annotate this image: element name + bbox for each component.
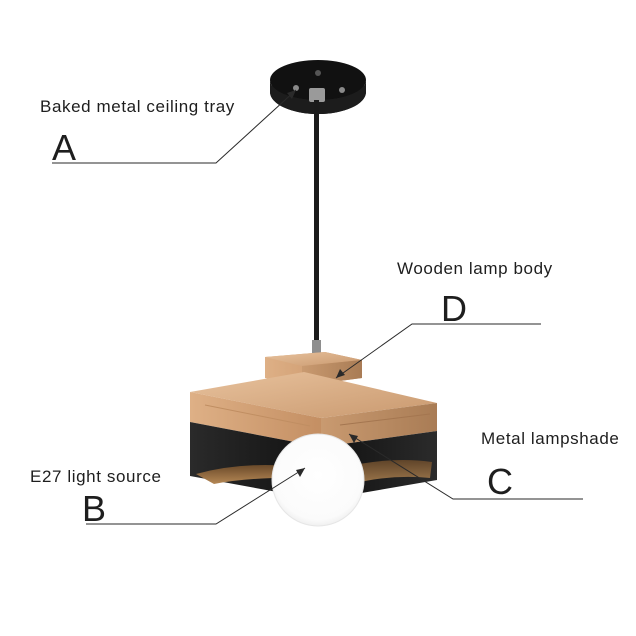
callout-b-caption: E27 light source: [30, 467, 162, 486]
leader-line-b: [86, 467, 306, 525]
suspension-rod: [314, 100, 319, 358]
leader-line-a: [52, 89, 297, 164]
leader-line-c: [348, 433, 583, 500]
callout-b-letter: B: [82, 488, 107, 529]
ceiling-tray: [270, 60, 366, 114]
callout-a-letter: A: [52, 127, 77, 168]
callout-a-caption: Baked metal ceiling tray: [40, 97, 235, 116]
callout-c-letter: C: [487, 461, 513, 502]
leader-lines: [52, 89, 583, 525]
callout-d-letter: D: [441, 288, 467, 329]
callout-d-caption: Wooden lamp body: [397, 259, 553, 278]
wooden-lamp-body: [190, 372, 437, 447]
callout-c-caption: Metal lampshade: [481, 429, 620, 448]
e27-bulb: [271, 433, 365, 527]
leader-line-d: [335, 323, 541, 379]
